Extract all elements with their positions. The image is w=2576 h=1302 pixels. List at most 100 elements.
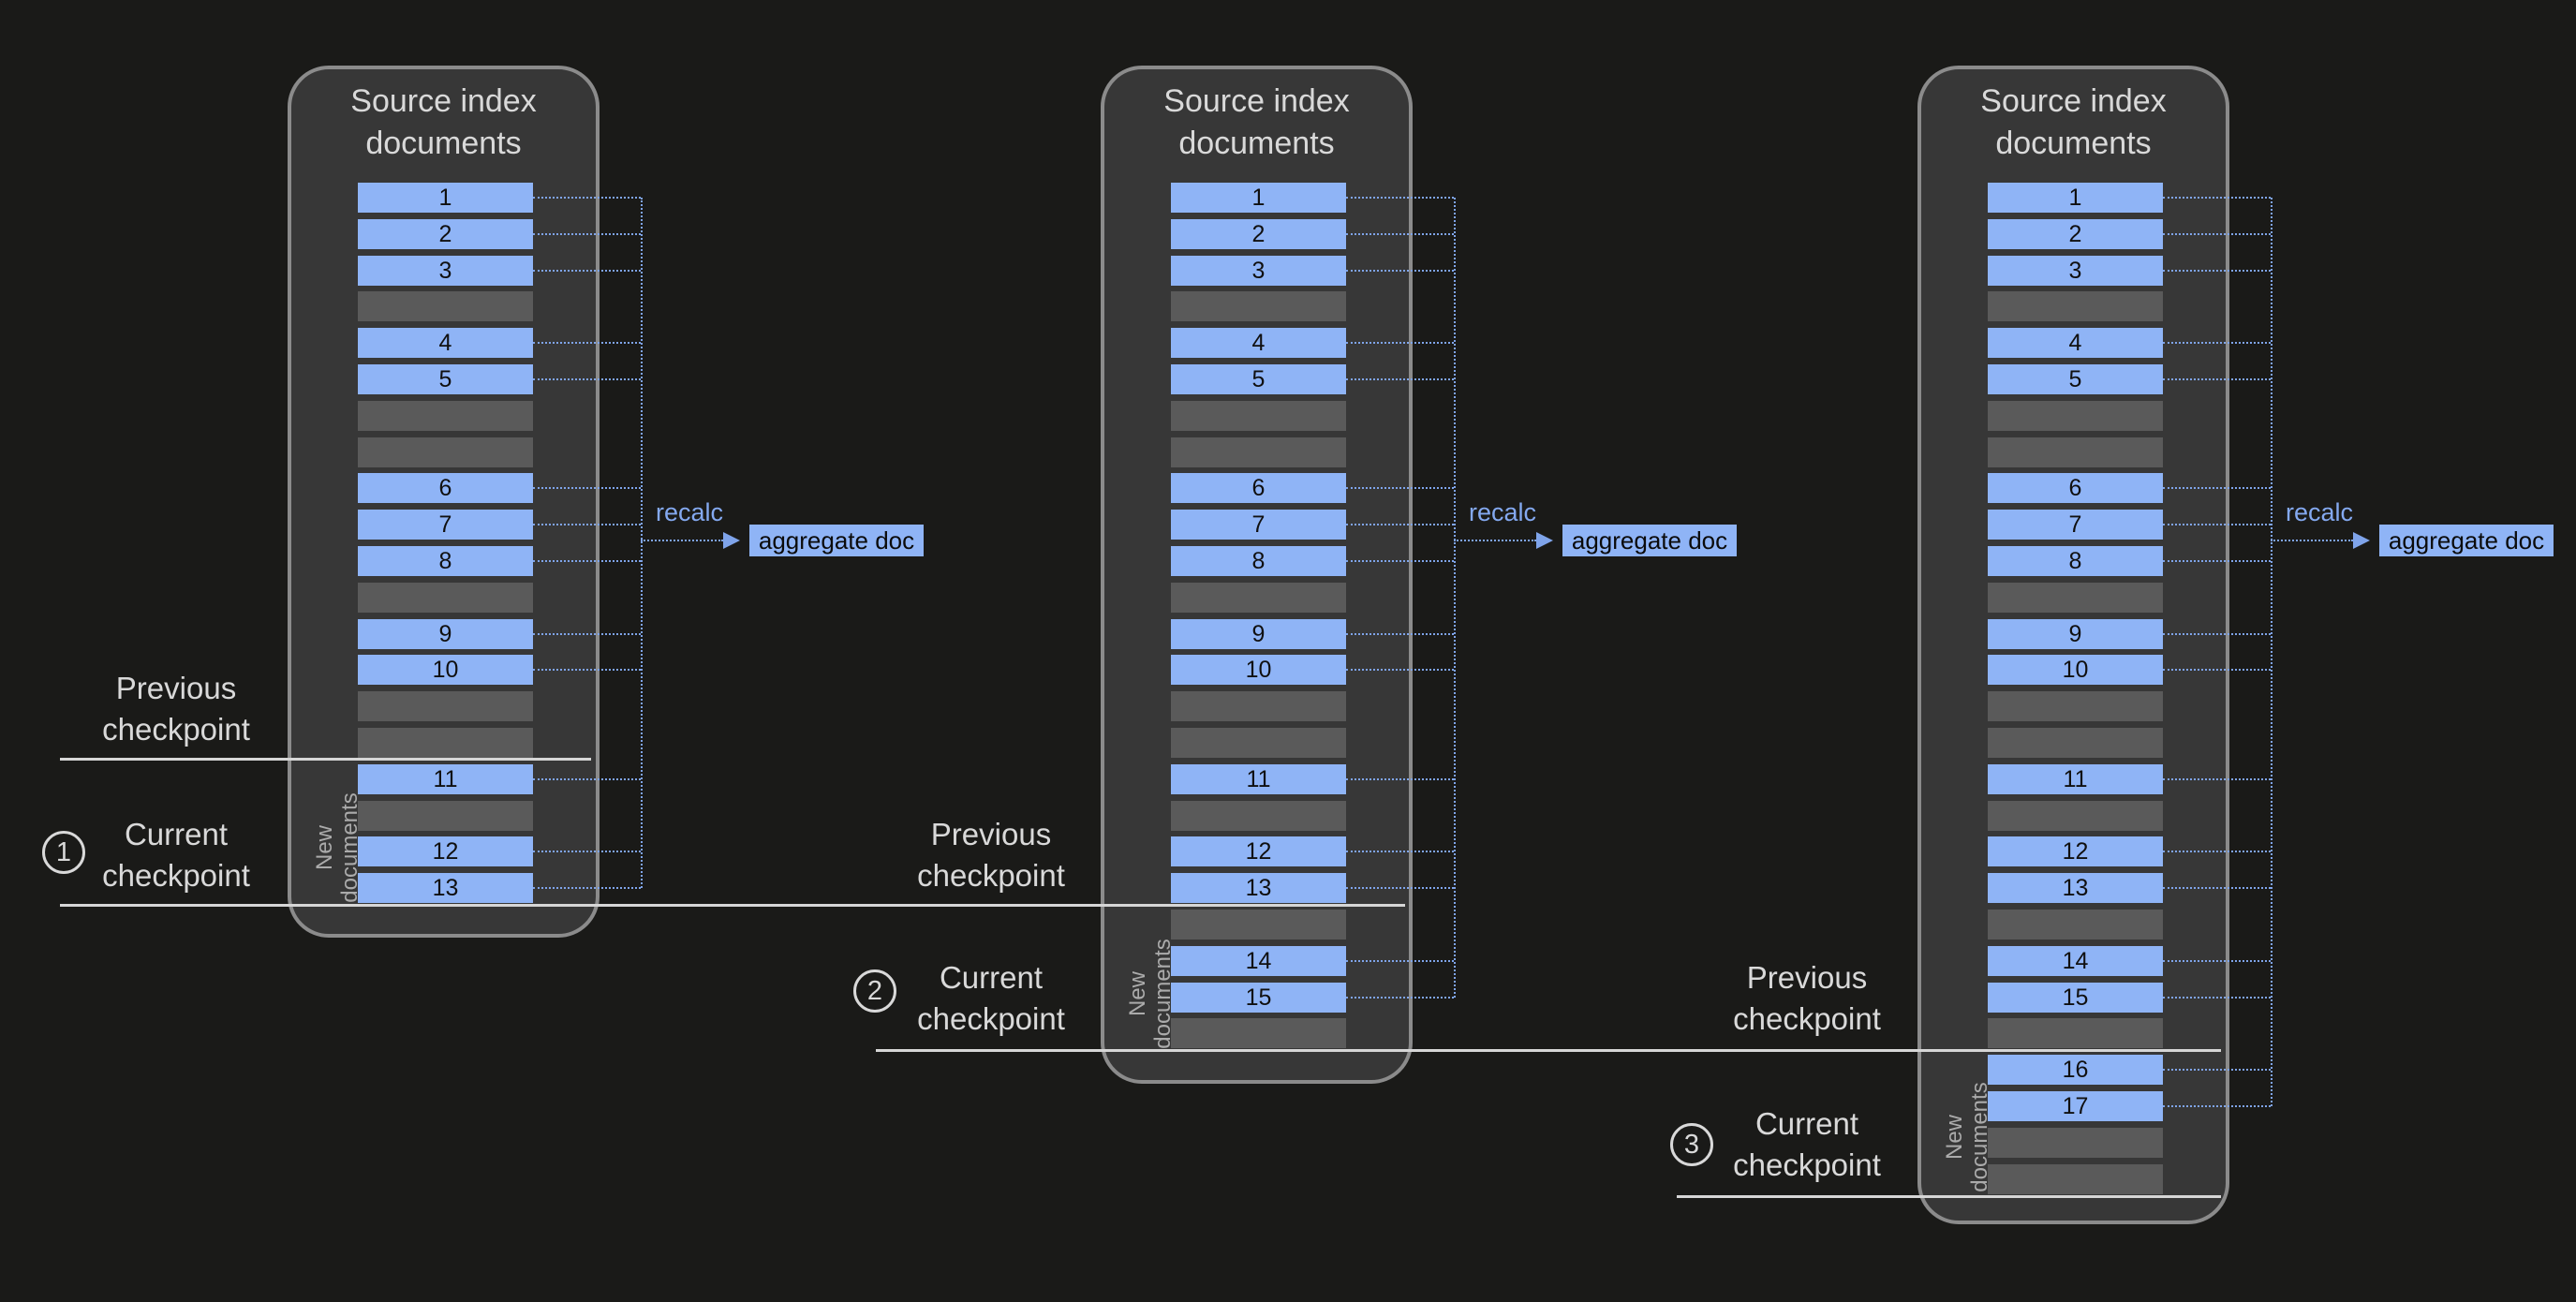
connector-line bbox=[1346, 778, 1454, 780]
connector-line bbox=[533, 633, 641, 635]
connector-line bbox=[533, 524, 641, 525]
document-row: 9 bbox=[1988, 619, 2163, 649]
connector-line bbox=[533, 233, 641, 235]
recalc-arrow bbox=[2271, 540, 2353, 541]
connector-line bbox=[1346, 378, 1454, 380]
empty-row bbox=[1988, 401, 2163, 431]
document-row: 11 bbox=[358, 764, 533, 794]
document-row: 14 bbox=[1171, 946, 1346, 976]
connector-line bbox=[2163, 1069, 2271, 1071]
document-row: 7 bbox=[1171, 510, 1346, 540]
connector-line bbox=[1346, 233, 1454, 235]
empty-row bbox=[358, 401, 533, 431]
connector-line bbox=[2163, 378, 2271, 380]
document-row: 15 bbox=[1988, 983, 2163, 1013]
document-row: 16 bbox=[1988, 1055, 2163, 1085]
document-row: 4 bbox=[358, 328, 533, 358]
empty-row bbox=[358, 291, 533, 321]
document-row: 2 bbox=[358, 219, 533, 249]
connector-line bbox=[1346, 997, 1454, 999]
connector-line bbox=[1346, 851, 1454, 852]
current-checkpoint-label: Current checkpoint bbox=[1733, 1106, 1881, 1182]
document-row: 13 bbox=[1171, 873, 1346, 903]
empty-row bbox=[1171, 437, 1346, 467]
empty-row bbox=[358, 437, 533, 467]
connector-line bbox=[2163, 487, 2271, 489]
document-row: 12 bbox=[358, 836, 533, 866]
empty-row bbox=[1988, 1018, 2163, 1048]
connector-line bbox=[533, 887, 641, 889]
connector-line bbox=[533, 270, 641, 272]
empty-row bbox=[358, 583, 533, 613]
connector-line bbox=[533, 778, 641, 780]
aggregate-doc-box: aggregate doc bbox=[749, 525, 924, 556]
connector-line bbox=[2163, 851, 2271, 852]
document-row: 12 bbox=[1171, 836, 1346, 866]
document-row: 15 bbox=[1171, 983, 1346, 1013]
connector-line bbox=[1346, 960, 1454, 962]
document-row: 1 bbox=[358, 183, 533, 213]
empty-row bbox=[1988, 1164, 2163, 1194]
connector-line bbox=[1346, 342, 1454, 344]
document-row: 10 bbox=[1988, 655, 2163, 685]
document-row: 14 bbox=[1988, 946, 2163, 976]
recalc-label: recalc bbox=[656, 498, 724, 526]
document-row: 1 bbox=[1988, 183, 2163, 213]
recalc-arrowhead-icon bbox=[2353, 532, 2370, 549]
document-row: 11 bbox=[1171, 764, 1346, 794]
document-row: 4 bbox=[1171, 328, 1346, 358]
empty-row bbox=[358, 691, 533, 721]
document-row: 6 bbox=[1171, 473, 1346, 503]
connector-bracket bbox=[641, 198, 643, 888]
document-row: 12 bbox=[1988, 836, 2163, 866]
connector-line bbox=[2163, 669, 2271, 671]
empty-row bbox=[1988, 437, 2163, 467]
document-row: 5 bbox=[1171, 364, 1346, 394]
empty-row bbox=[1171, 291, 1346, 321]
empty-row bbox=[1988, 291, 2163, 321]
connector-bracket bbox=[1454, 198, 1456, 998]
empty-row bbox=[358, 728, 533, 758]
connector-line bbox=[1346, 560, 1454, 562]
connector-line bbox=[2163, 342, 2271, 344]
recalc-arrowhead-icon bbox=[723, 532, 740, 549]
panel-title: Source index documents bbox=[350, 83, 537, 161]
connector-line bbox=[2163, 197, 2271, 199]
connector-line bbox=[2163, 778, 2271, 780]
connector-line bbox=[1346, 669, 1454, 671]
document-row: 10 bbox=[358, 655, 533, 685]
previous-checkpoint-label: Previous checkpoint bbox=[917, 817, 1065, 893]
document-row: 7 bbox=[1988, 510, 2163, 540]
empty-row bbox=[1171, 910, 1346, 940]
previous-checkpoint-label: Previous checkpoint bbox=[1733, 960, 1881, 1036]
empty-row bbox=[1171, 691, 1346, 721]
document-row: 8 bbox=[1171, 546, 1346, 576]
connector-line bbox=[2163, 270, 2271, 272]
connector-line bbox=[2163, 524, 2271, 525]
document-row: 10 bbox=[1171, 655, 1346, 685]
connector-bracket bbox=[2271, 198, 2273, 1106]
aggregate-doc-box: aggregate doc bbox=[1562, 525, 1737, 556]
connector-line bbox=[1346, 270, 1454, 272]
connector-line bbox=[533, 560, 641, 562]
connector-line bbox=[2163, 997, 2271, 999]
connector-line bbox=[1346, 524, 1454, 525]
empty-row bbox=[1988, 583, 2163, 613]
connector-line bbox=[1346, 887, 1454, 889]
document-row: 13 bbox=[1988, 873, 2163, 903]
document-row: 17 bbox=[1988, 1091, 2163, 1121]
step-number-badge: 3 bbox=[1670, 1123, 1713, 1166]
recalc-arrowhead-icon bbox=[1536, 532, 1553, 549]
document-row: 3 bbox=[1988, 256, 2163, 286]
document-row: 9 bbox=[1171, 619, 1346, 649]
connector-line bbox=[1346, 197, 1454, 199]
document-row: 2 bbox=[1171, 219, 1346, 249]
panel-title: Source index documents bbox=[1163, 83, 1350, 161]
checkpoint-line bbox=[1677, 1195, 2221, 1198]
connector-line bbox=[533, 342, 641, 344]
document-row: 3 bbox=[1171, 256, 1346, 286]
current-checkpoint-label: Current checkpoint bbox=[917, 960, 1065, 1036]
empty-row bbox=[1171, 728, 1346, 758]
empty-row bbox=[1988, 728, 2163, 758]
